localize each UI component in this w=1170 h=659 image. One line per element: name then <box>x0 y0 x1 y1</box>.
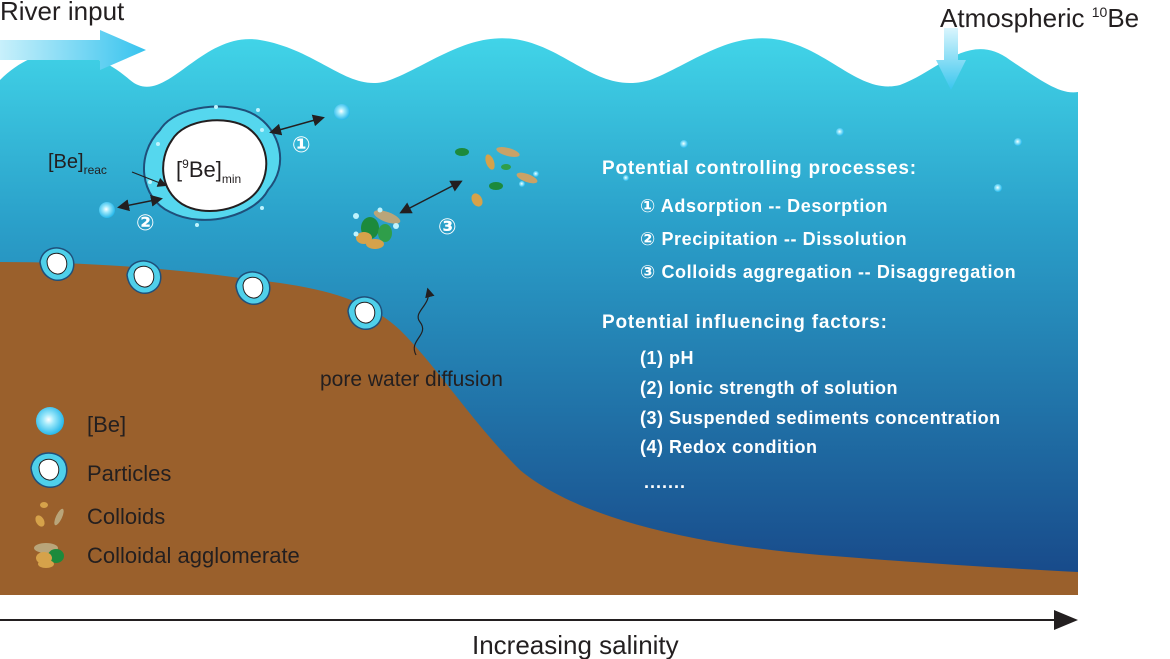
settled-particles <box>39 247 383 331</box>
river-input-arrow <box>0 30 146 70</box>
be-reac-pointer <box>131 171 168 187</box>
river-input-label: River input <box>0 0 125 26</box>
legend-particle-icon <box>30 452 68 489</box>
colloid <box>489 182 503 190</box>
colloid <box>471 193 483 207</box>
exchange-arrow-3 <box>399 180 463 214</box>
legend: [Be] Particles Colloids Colloidal agglom… <box>30 407 300 568</box>
be-min-label: [9Be]min <box>176 157 241 186</box>
process-item: ① Adsorption -- Desorption <box>640 196 888 216</box>
factor-item: (3) Suspended sediments concentration <box>640 408 1001 428</box>
sediment-bed <box>0 262 1078 595</box>
particle <box>39 247 75 282</box>
salinity-axis-label: Increasing salinity <box>472 630 679 659</box>
agglomerate <box>353 207 401 249</box>
legend-be-icon <box>36 407 64 435</box>
colloids-cluster <box>455 147 538 207</box>
legend-agglomerate-label: Colloidal agglomerate <box>87 543 300 568</box>
coated-particle <box>143 105 282 227</box>
particle <box>347 296 383 331</box>
processes-heading: Potential controlling processes: <box>602 158 917 179</box>
particle-core <box>162 119 268 212</box>
process-item: ② Precipitation -- Dissolution <box>640 229 907 249</box>
be-dot <box>994 184 1002 192</box>
be-dot <box>99 202 115 218</box>
be-dot <box>680 140 688 148</box>
colloid <box>455 148 469 156</box>
colloid <box>496 147 520 157</box>
marker-1: ① <box>292 132 311 157</box>
legend-particles-label: Particles <box>87 461 171 486</box>
factor-item: ....... <box>644 472 686 492</box>
colloid <box>516 172 538 184</box>
be-dot <box>533 171 539 177</box>
be-dot <box>1014 138 1022 146</box>
dissolved-be-dots <box>99 104 1022 218</box>
marker-3: ③ <box>438 214 457 239</box>
exchange-arrow-2 <box>117 194 163 212</box>
colloid <box>485 154 495 170</box>
atmospheric-arrow <box>936 28 966 90</box>
be-dot <box>334 104 350 120</box>
legend-colloids-icon <box>35 502 64 527</box>
particle <box>235 271 271 306</box>
legend-colloids-label: Colloids <box>87 504 165 529</box>
colloid <box>501 164 511 170</box>
atmospheric-label: Atmospheric 10Be <box>940 3 1139 33</box>
be-dot <box>519 181 525 187</box>
be-reac-label: [Be]reac <box>48 151 107 177</box>
exchange-arrow-1 <box>269 114 325 136</box>
factors-heading: Potential influencing factors: <box>602 312 888 333</box>
be-dot <box>623 175 629 181</box>
process-item: ③ Colloids aggregation -- Disaggregation <box>640 262 1016 282</box>
factor-item: (4) Redox condition <box>640 437 818 457</box>
factor-item: (2) Ionic strength of solution <box>640 378 898 398</box>
pore-water-arrow <box>413 287 435 356</box>
marker-2: ② <box>136 210 155 235</box>
legend-agglomerate-icon <box>34 543 64 568</box>
be-dot <box>836 128 844 136</box>
legend-be-label: [Be] <box>87 412 126 437</box>
particle <box>126 260 162 295</box>
pore-water-label: pore water diffusion <box>320 368 503 391</box>
factor-item: (1) pH <box>640 348 694 368</box>
